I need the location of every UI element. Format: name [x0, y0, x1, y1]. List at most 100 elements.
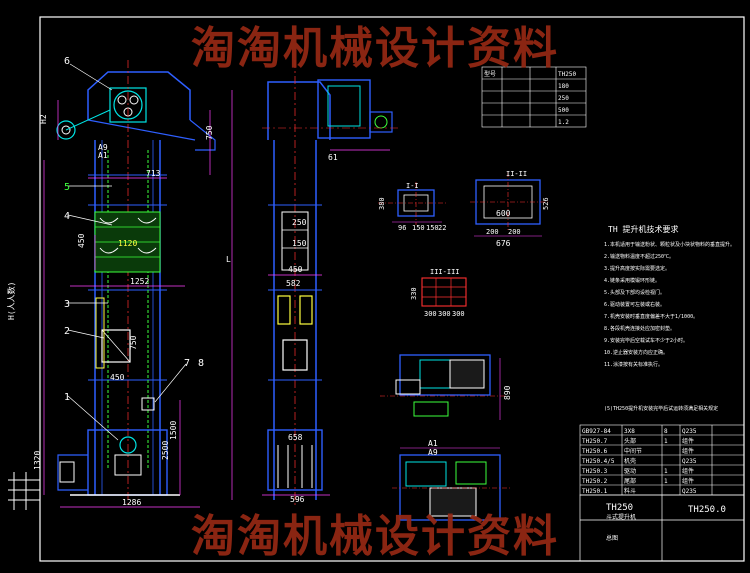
dim-l: L [226, 255, 231, 264]
spec-table-grid [481, 66, 587, 128]
bom-code: TH250.7 [582, 438, 608, 445]
bom-grid [579, 424, 745, 496]
label-a9: A9 [98, 143, 108, 152]
dim-250: 250 [292, 218, 307, 227]
balloon-8: 8 [198, 358, 204, 369]
spec-cell: 250 [558, 95, 569, 102]
dim-582: 582 [286, 279, 301, 288]
note-line: 2.输送物料温度不超过250℃。 [604, 253, 674, 260]
bom-mat: 组件 [682, 447, 694, 455]
section-views [378, 172, 548, 307]
dim-750-head: 750 [205, 125, 214, 140]
note-line: 1.本机适用于输送粉状、颗粒状及小块状物料的垂直提升。 [604, 241, 735, 248]
section-2-dim-200b: 200 [508, 228, 521, 236]
note-line: 3.提升高度按实际需要选定。 [604, 265, 670, 272]
bom-code: TH250.3 [582, 468, 608, 475]
bom-name: 机壳 [624, 457, 636, 465]
section-1-dim-a: 380 [378, 197, 386, 210]
dim-1500: 1500 [169, 421, 178, 440]
balloon-1: 1 [64, 392, 70, 403]
balloon-7: 7 [184, 358, 190, 369]
spec-cell: 500 [558, 107, 569, 114]
front-view [43, 60, 216, 508]
bom-qty: 1 [664, 478, 668, 485]
bom-code: TH250.1 [582, 488, 608, 495]
notes-footer: (5)TH250提升机安装完毕后试运转须满足相关规定 [604, 405, 718, 412]
note-line: 7.机壳安装时垂直度偏差不大于1/1000。 [604, 313, 698, 320]
bom-name: 驱动 [624, 468, 636, 475]
title-block-grid [579, 494, 745, 562]
dim-2500: 2500 [161, 441, 170, 460]
drive-label-a1: A1 [428, 439, 438, 448]
dim-750-mid: 750 [129, 335, 138, 350]
dim-713: 713 [146, 169, 161, 178]
dim-658: 658 [288, 433, 303, 442]
note-line: 9.安装完毕后空载试车不少于2小时。 [604, 337, 688, 344]
note-line: 6.驱动装置可左装或右装。 [604, 301, 665, 308]
section-3-dim-330: 330 [410, 287, 418, 300]
bom-code: TH250.2 [582, 478, 608, 485]
section-1-dim-c: 150 [412, 224, 425, 232]
dim-450-side: 450 [288, 265, 303, 274]
bom-mat: 组件 [682, 477, 694, 485]
dim-450-front: 450 [77, 233, 86, 248]
section-1-dim-e: 22 [438, 224, 446, 232]
label-a1: A1 [98, 151, 108, 160]
section-3-dim-300a: 300 [424, 310, 437, 318]
spec-cell: 1.2 [558, 119, 569, 126]
dim-450-door: 450 [110, 373, 125, 382]
note-line: 11.涂漆按有关标准执行。 [604, 361, 663, 368]
section-2-dim-676: 676 [496, 239, 511, 248]
balloon-2: 2 [64, 326, 70, 337]
drive-label-a9: A9 [428, 448, 438, 457]
left-margin-marks [8, 472, 40, 510]
dim-150: 150 [292, 239, 307, 248]
section-1-dim-d: 150 [426, 224, 439, 232]
bom-code: GB927-84 [582, 428, 611, 435]
drawing-frame [39, 16, 745, 562]
balloon-3: 3 [64, 299, 70, 310]
section-2-title: II-II [506, 170, 527, 178]
dim-596: 596 [290, 495, 305, 504]
bom-mat: Q235 [682, 488, 697, 495]
bom-name: 头部 [624, 437, 636, 445]
bom-qty: 1 [664, 468, 668, 475]
bom-name: 尾部 [624, 477, 636, 485]
section-1-dim-b: 96 [398, 224, 406, 232]
dim-1320: 1320 [33, 451, 42, 470]
bom-qty: 1 [664, 438, 668, 445]
watermark-bottom: 淘淘机械设计资料 [191, 511, 559, 562]
section-3-dim-300c: 300 [452, 310, 465, 318]
dim-1252: 1252 [130, 277, 149, 286]
bom-name: 3X8 [624, 428, 635, 435]
bom-name: 料斗 [624, 487, 636, 495]
balloon-4: 4 [64, 211, 70, 222]
section-2-dim-600: 600 [496, 209, 511, 218]
bom-code: TH250.6 [582, 448, 608, 455]
title-block-name: 斗式提升机 [606, 513, 636, 521]
watermark-top: 淘淘机械设计资料 [191, 23, 559, 74]
bom-qty: 8 [664, 428, 668, 435]
note-line: 4.链条采用模锻环形链。 [604, 277, 660, 284]
bom-mat: Q235 [682, 428, 697, 435]
notes-title: TH 提升机技术要求 [608, 224, 678, 234]
dim-1286: 1286 [122, 498, 141, 507]
title-block-sheet: 总图 [606, 534, 618, 542]
title-block-drawing-no: TH250.0 [688, 505, 726, 515]
section-1-title: I-I [406, 182, 419, 190]
section-3-title: III-III [430, 268, 460, 276]
dim-1120: 1120 [118, 239, 137, 248]
spec-cell: 180 [558, 83, 569, 90]
section-2-dim-200a: 200 [486, 228, 499, 236]
dim-h2: H2 [39, 114, 48, 124]
bom-mat: 组件 [682, 437, 694, 445]
bom-code: TH250.4/5 [582, 458, 615, 465]
drive-detail [380, 354, 512, 521]
bom-mat: 组件 [682, 467, 694, 475]
side-view [231, 60, 400, 505]
title-block-model: TH250 [606, 503, 633, 513]
balloon-6: 6 [64, 56, 70, 67]
